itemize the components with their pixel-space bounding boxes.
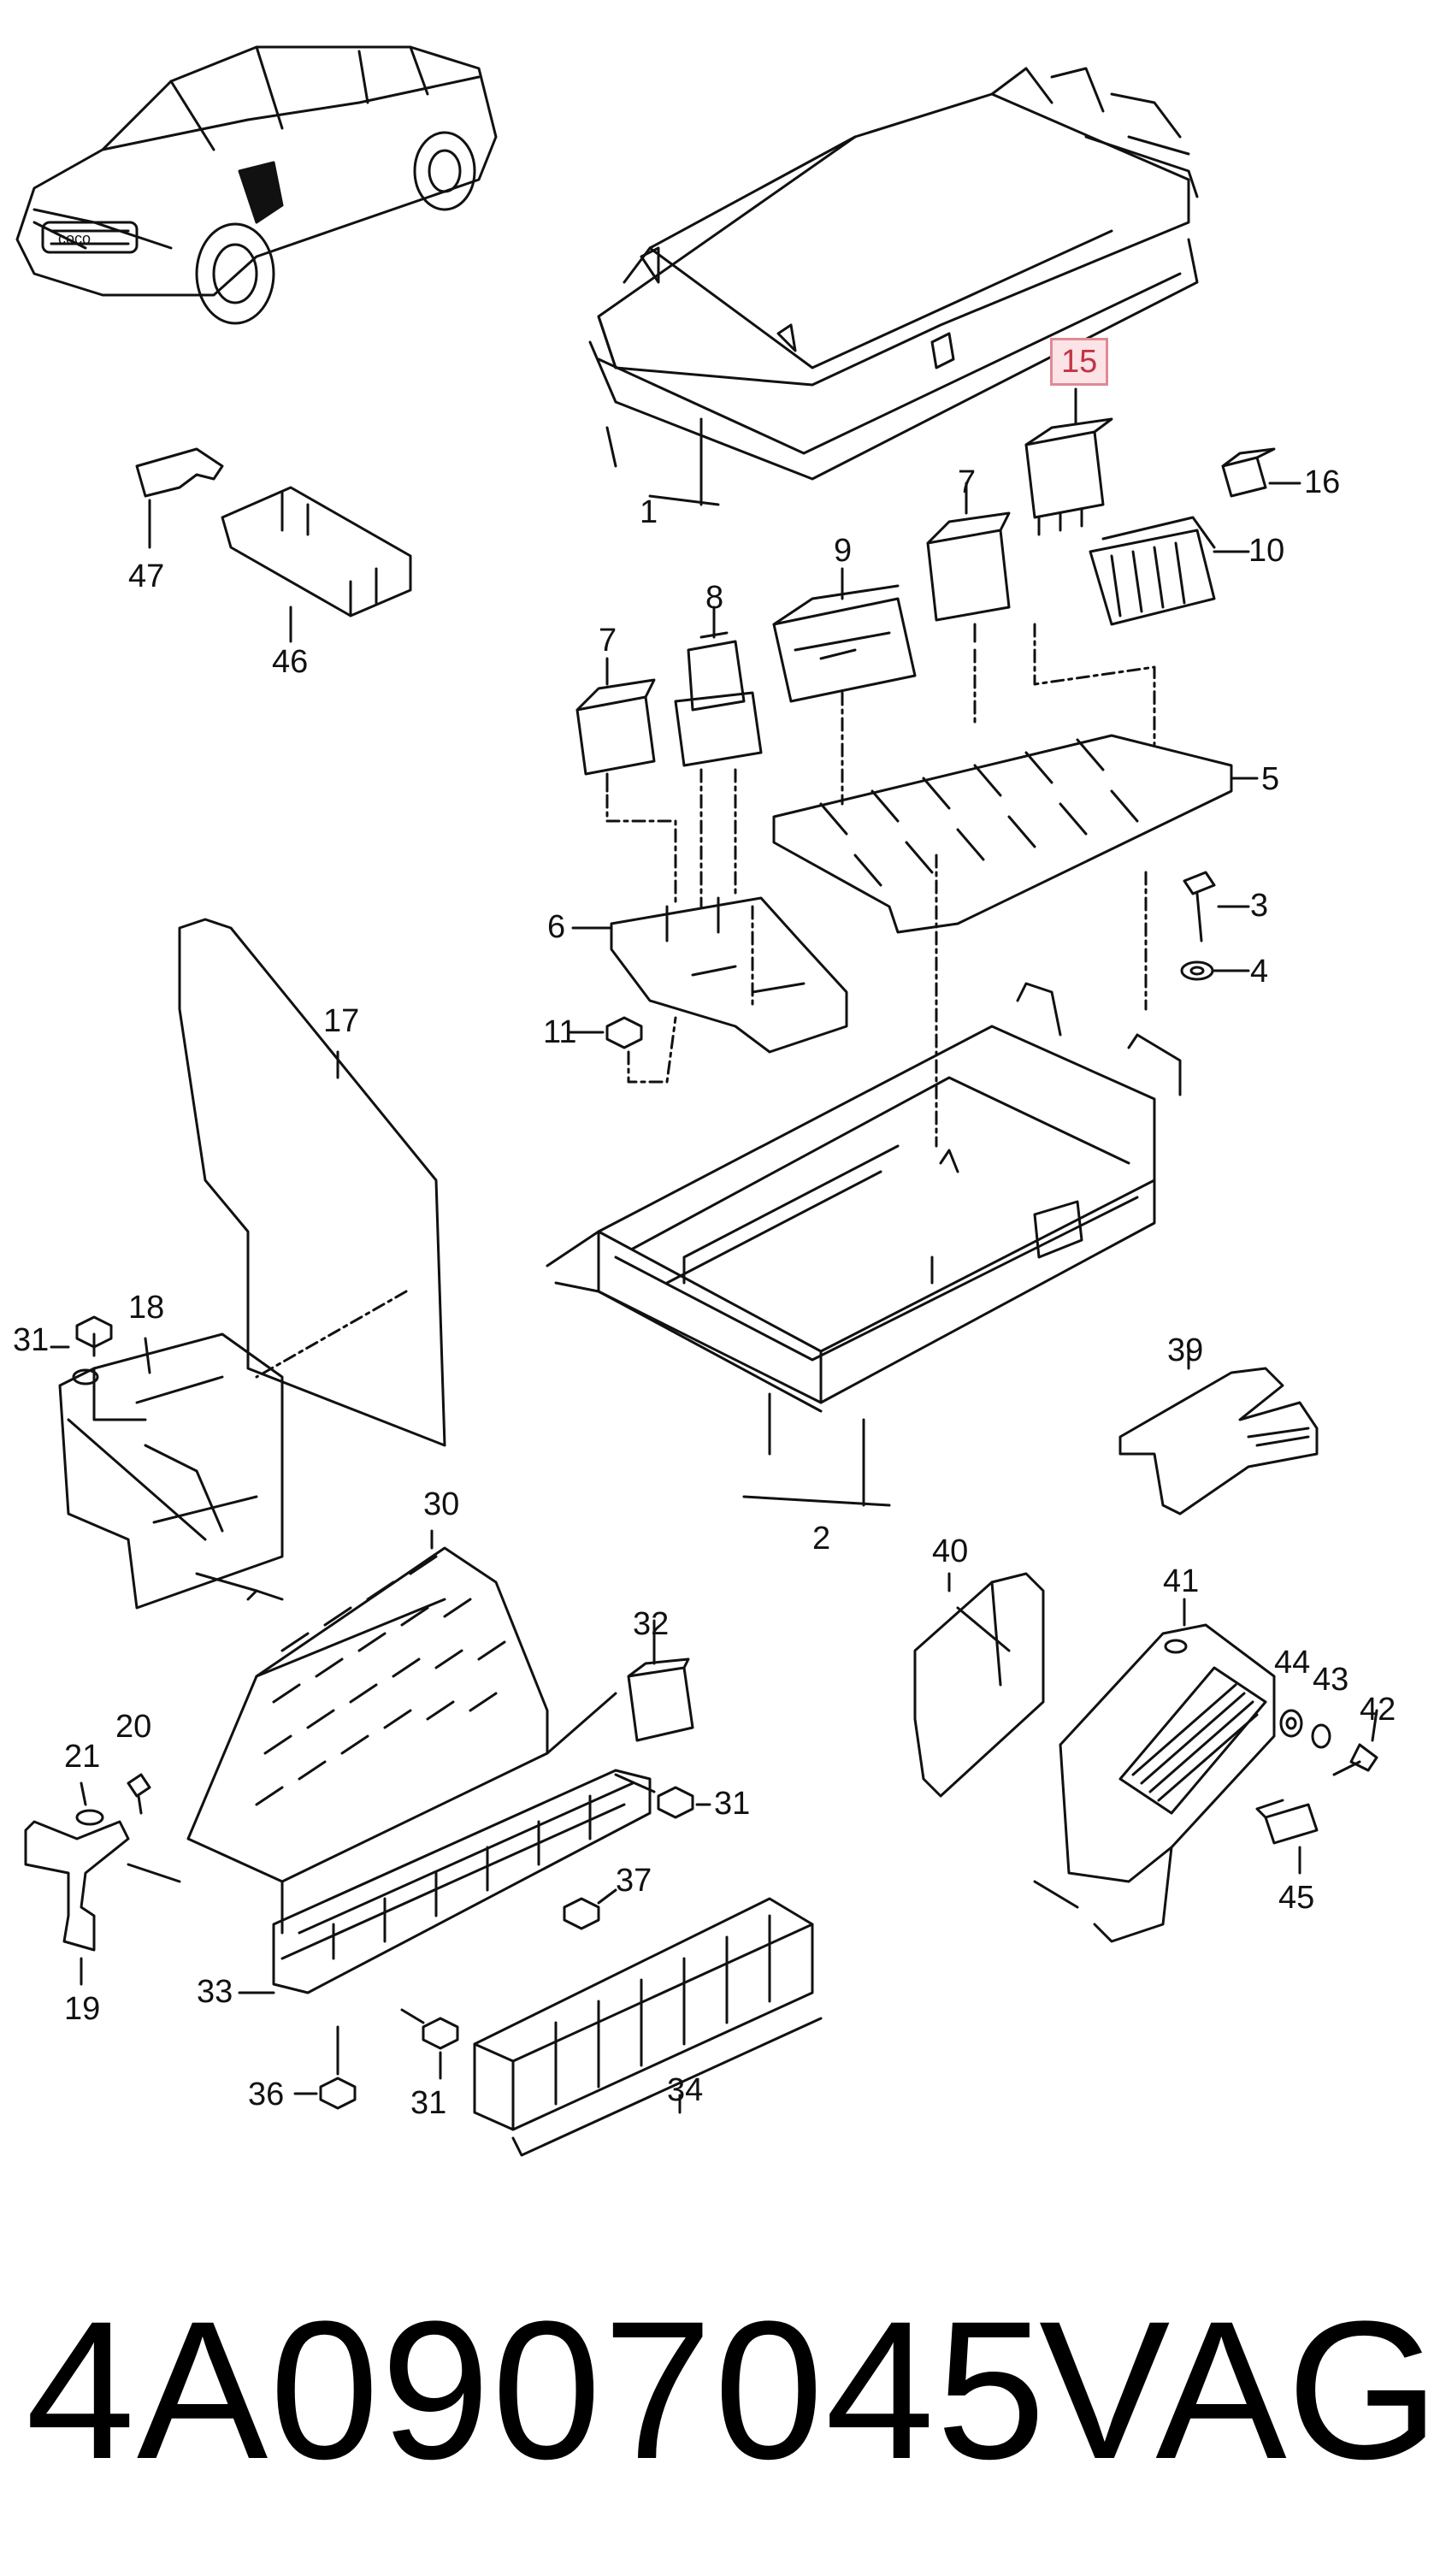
- part-2-housing: [546, 854, 1182, 1507]
- callout-45: 45: [1278, 1880, 1315, 1916]
- part-44-washer: [1279, 1709, 1303, 1738]
- exploded-parts-diagram: coco: [15, 45, 1378, 2157]
- part-8-relay: [674, 606, 763, 767]
- part-47-fuse: [135, 447, 224, 549]
- callout-9: 9: [834, 533, 853, 569]
- part-number-title: 4A0907045: [26, 2280, 1048, 2500]
- part-6-relay-plate: [571, 768, 848, 1054]
- part-3-screw: [1183, 871, 1250, 942]
- part-30-relay-carrier: [186, 1529, 617, 1935]
- callout-7-upper: 7: [958, 464, 977, 500]
- part-37-nut: [563, 1888, 617, 1930]
- part-18-bracket: [50, 1332, 284, 1610]
- callout-46: 46: [272, 644, 309, 680]
- callout-7-lower: 7: [599, 623, 617, 659]
- part-1-cover: [588, 67, 1199, 506]
- callout-6: 6: [547, 909, 566, 945]
- part-7-relay-lower: [575, 657, 656, 793]
- callout-32: 32: [633, 1606, 670, 1642]
- callout-8: 8: [705, 580, 724, 616]
- callout-3: 3: [1250, 888, 1269, 924]
- part-40-cover: [913, 1572, 1045, 1798]
- part-43-washer: [1311, 1723, 1331, 1749]
- callout-19: 19: [64, 1991, 101, 2027]
- part-34-relays: [473, 1897, 823, 2157]
- part-20-screw: [127, 1773, 151, 1815]
- part-7-relay-upper: [926, 482, 1011, 643]
- callout-40: 40: [932, 1533, 969, 1569]
- brand-title: VAG: [1039, 2280, 1440, 2500]
- callout-36: 36: [248, 2077, 285, 2112]
- part-10-fuse-strip: [1089, 516, 1250, 626]
- callout-17: 17: [323, 1003, 360, 1039]
- part-46-fuse-holder: [221, 486, 412, 643]
- part-31-nut-top: [75, 1315, 113, 1349]
- callout-10: 10: [1248, 533, 1285, 569]
- callout-20: 20: [115, 1709, 152, 1745]
- callout-47: 47: [128, 558, 165, 594]
- callout-1: 1: [640, 494, 658, 530]
- part-39-clip: [1118, 1341, 1319, 1515]
- part-31-nut-bottom: [400, 2008, 459, 2080]
- callout-31-right: 31: [714, 1786, 751, 1822]
- callout-37: 37: [616, 1863, 652, 1899]
- callout-43: 43: [1313, 1662, 1349, 1698]
- part-41-control-unit: [1033, 1598, 1276, 1943]
- callout-5: 5: [1261, 761, 1280, 797]
- callout-18: 18: [128, 1290, 165, 1326]
- callout-11: 11: [543, 1014, 577, 1050]
- callout-39: 39: [1167, 1332, 1204, 1368]
- part-21-washer: [75, 1781, 104, 1826]
- callout-41: 41: [1163, 1563, 1200, 1599]
- part-32-relay: [627, 1619, 694, 1742]
- part-11-nut: [567, 1016, 677, 1084]
- part-4-washer: [1180, 960, 1250, 981]
- callout-2: 2: [812, 1521, 831, 1557]
- part-42-bolt: [1332, 1709, 1378, 1776]
- part-16-relay: [1221, 447, 1301, 498]
- part-31-nut-right: [614, 1773, 711, 1819]
- part-36-nut: [293, 2025, 357, 2110]
- part-9-relay: [772, 567, 917, 703]
- part-15-relay: [1024, 387, 1113, 536]
- callout-33: 33: [197, 1974, 233, 2010]
- callout-4: 4: [1250, 954, 1269, 990]
- callout-31-top: 31: [13, 1322, 50, 1358]
- screw-shafts: [127, 1572, 258, 1883]
- callout-42: 42: [1360, 1692, 1396, 1728]
- part-19-bracket: [24, 1820, 130, 1986]
- part-5-relay-plate: [772, 623, 1259, 934]
- callout-21: 21: [64, 1739, 101, 1775]
- callout-30: 30: [423, 1486, 460, 1522]
- car-badge-text: coco: [58, 230, 91, 247]
- callout-34: 34: [667, 2072, 704, 2108]
- part-17-insulation-sheet: [178, 918, 446, 1447]
- callout-16: 16: [1304, 464, 1341, 500]
- car-illustration: coco: [15, 45, 498, 325]
- callout-44: 44: [1274, 1645, 1311, 1681]
- callout-31-bottom: 31: [410, 2085, 447, 2121]
- callout-15-highlighted: 15: [1050, 338, 1109, 386]
- part-45-connector: [1255, 1799, 1319, 1875]
- part-33-relay-base: [238, 1769, 652, 1994]
